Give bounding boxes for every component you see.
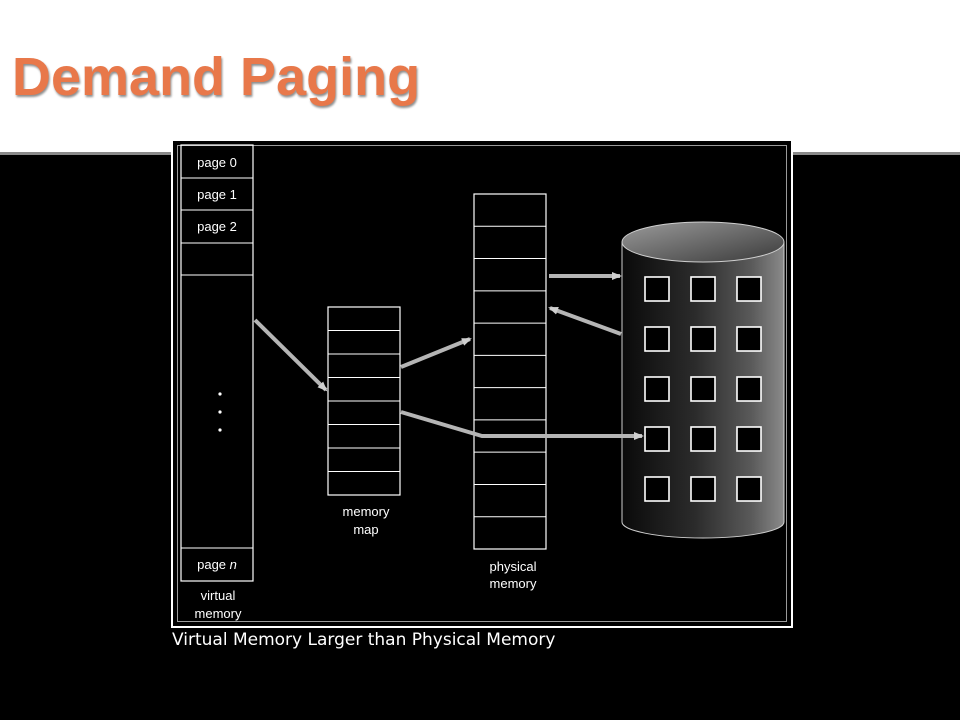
disk-block [644, 476, 670, 502]
memory-map: memory map [327, 306, 401, 537]
disk-block [736, 476, 762, 502]
disk-block [690, 326, 716, 352]
physical-memory-label-line1: physical [490, 559, 537, 574]
disk-block [690, 376, 716, 402]
physical-memory: physical memory [473, 193, 547, 591]
page-2-label: page 2 [197, 219, 237, 234]
disk-block [736, 276, 762, 302]
virtual-memory-label-line2: memory [195, 606, 242, 621]
disk-block [644, 426, 670, 452]
page-n-prefix: page [197, 557, 230, 572]
physical-memory-label-line2: memory [490, 576, 537, 591]
ellipsis-dot [218, 392, 222, 396]
disk-block [736, 376, 762, 402]
disk-block [644, 376, 670, 402]
virtual-memory-outline [180, 144, 254, 582]
disk-backing-store [621, 221, 785, 539]
arrow-disk-to-physical [548, 306, 622, 336]
mapping-arrows [253, 272, 644, 440]
arrow-map-to-physical [400, 337, 472, 369]
disk-block [690, 476, 716, 502]
page-1-label: page 1 [197, 187, 237, 202]
page-n-variable: n [230, 557, 237, 572]
page-0-label: page 0 [197, 155, 237, 170]
disk-cylinder-top [621, 221, 785, 263]
virtual-memory: page 0 page 1 page 2 page n virtual memo… [180, 144, 254, 621]
arrow-map-to-disk [400, 410, 644, 440]
memory-map-label-line1: memory [343, 504, 390, 519]
disk-block [690, 276, 716, 302]
title-band [0, 0, 960, 152]
disk-block [644, 276, 670, 302]
disk-block [736, 426, 762, 452]
disk-block [690, 426, 716, 452]
slide-title: Demand Paging [12, 47, 421, 107]
arrow-virtual-to-map [253, 318, 328, 392]
disk-block [736, 326, 762, 352]
ellipsis-dot [218, 428, 222, 432]
figure-caption: Virtual Memory Larger than Physical Memo… [172, 630, 556, 650]
disk-block [644, 326, 670, 352]
page-n-label: page n [197, 557, 237, 572]
memory-map-label-line2: map [353, 522, 378, 537]
figure-inner-border [177, 145, 787, 622]
ellipsis-dot [218, 410, 222, 414]
virtual-memory-label-line1: virtual [201, 588, 236, 603]
physical-memory-outline [473, 193, 547, 550]
